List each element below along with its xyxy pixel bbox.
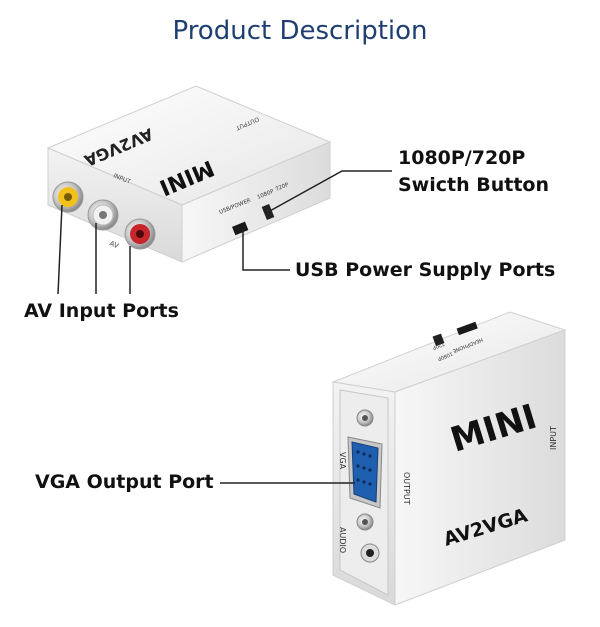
top-usb-port	[232, 221, 249, 236]
usb-callout-line	[242, 229, 290, 271]
usb-callout-label: USB Power Supply Ports	[295, 259, 556, 281]
top-720-label: 720P	[275, 182, 291, 193]
vga-callout-label: VGA Output Port	[35, 471, 214, 493]
callout-lines	[57, 170, 392, 484]
bottom-1080-label: 1080P	[437, 350, 454, 361]
av-yellow-line	[57, 204, 63, 295]
bottom-headphone-port	[456, 321, 478, 336]
av-callout-label: AV Input Ports	[24, 300, 179, 322]
switch-callout-line2: Swicth Button	[398, 174, 549, 196]
bottom-output-label: OUTPUT	[402, 472, 411, 505]
vga-port	[347, 409, 383, 531]
bottom-audio-label: AUDIO	[338, 527, 347, 553]
bottom-720-label: 720P	[432, 340, 446, 350]
switch-callout-line	[267, 170, 392, 213]
switch-callout-line1: 1080P/720P	[398, 147, 526, 169]
bottom-vga-label: VGA	[338, 452, 347, 470]
bottom-device: MINI AV2VGA VGA AUDIO OUTPUT INPUT HEADP…	[331, 311, 567, 606]
top-device: AV2VGA MINI OUTPUT INPUT AV USB/POWER 10…	[46, 85, 332, 263]
rca-yellow-port	[52, 181, 84, 213]
top-av-label: AV	[108, 239, 120, 250]
bottom-switch	[432, 333, 445, 347]
bottom-input-label: INPUT	[549, 426, 558, 450]
page-title: Product Description	[172, 16, 428, 46]
rca-red-port	[124, 218, 156, 250]
rca-white-port	[87, 199, 119, 231]
audio-jack	[360, 543, 380, 563]
